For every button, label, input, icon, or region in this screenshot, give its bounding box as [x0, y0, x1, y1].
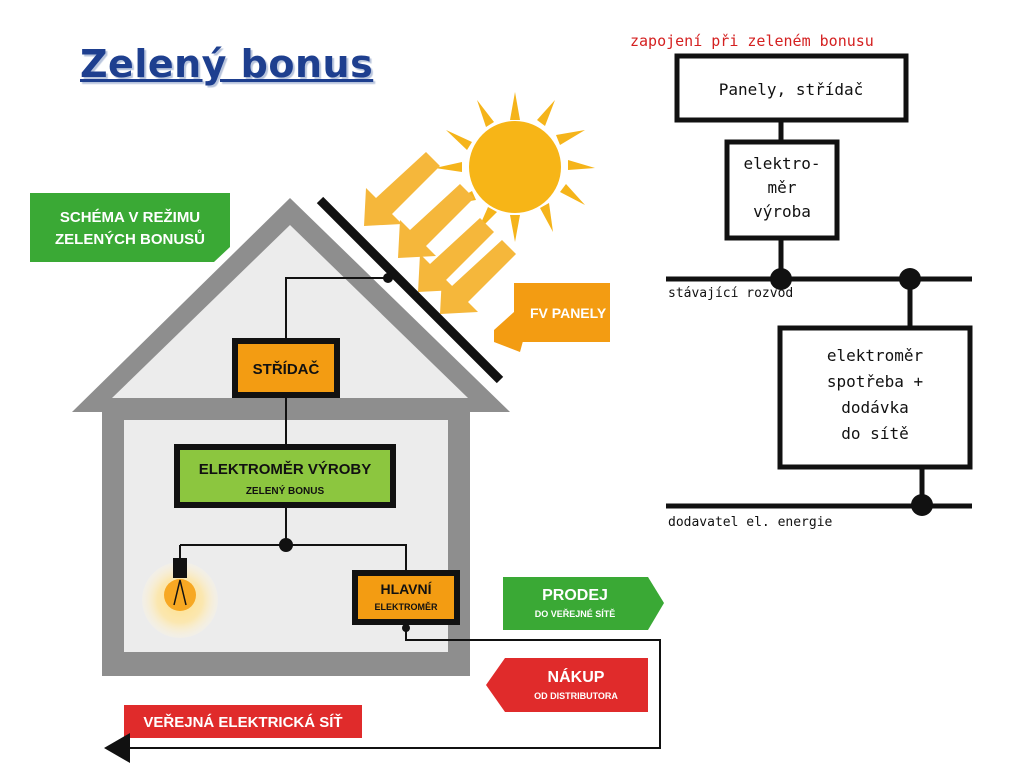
- grid-banner: VEŘEJNÁ ELEKTRICKÁ SÍŤ: [104, 705, 362, 763]
- sale-badge: PRODEJ DO VEŘEJNÉ SÍTĚ: [503, 577, 664, 630]
- consumption-line4: do sítě: [841, 424, 908, 443]
- right-heading: zapojení při zeleném bonusu: [630, 32, 874, 50]
- light-bulb-icon: [142, 558, 218, 638]
- panels-badge: FV PANELY: [494, 283, 610, 352]
- main-meter-box: HLAVNÍ ELEKTROMĚR: [352, 570, 460, 625]
- panels-box-label: Panely, střídač: [719, 80, 864, 99]
- grid-label: VEŘEJNÁ ELEKTRICKÁ SÍŤ: [143, 713, 342, 731]
- production-meter-box-right: elektro- měr výroba: [724, 139, 840, 241]
- panel-junction-dot: [383, 273, 393, 283]
- consumption-line1: elektroměr: [827, 346, 924, 365]
- main-meter-line1: HLAVNÍ: [380, 581, 432, 597]
- production-meter-line1: ELEKTROMĚR VÝROBY: [199, 460, 372, 478]
- right-junction-2: [899, 268, 921, 290]
- grid-arrow-icon: [104, 733, 130, 763]
- inverter-box: STŘÍDAČ: [232, 338, 340, 398]
- schema-badge: SCHÉMA V REŽIMU ZELENÝCH BONUSŮ: [30, 193, 230, 262]
- purchase-line2: OD DISTRIBUTORA: [534, 691, 618, 701]
- production-meter-line2: ZELENÝ BONUS: [246, 484, 325, 497]
- inverter-label: STŘÍDAČ: [253, 360, 320, 378]
- meter-output-dot: [402, 624, 410, 632]
- sun-icon: [435, 92, 595, 242]
- consumption-meter-box: elektroměr spotřeba + dodávka do sítě: [777, 325, 973, 470]
- junction-dot: [279, 538, 293, 552]
- production-meter-box: ELEKTROMĚR VÝROBY ZELENÝ BONUS: [174, 444, 396, 508]
- main-meter-line2: ELEKTROMĚR: [375, 601, 439, 612]
- schema-label-line2: ZELENÝCH BONUSŮ: [55, 229, 205, 248]
- rt-production-line1: elektro-: [743, 154, 820, 173]
- existing-wiring-label: stávající rozvod: [668, 286, 793, 301]
- panels-inverter-box: Panely, střídač: [674, 53, 909, 123]
- rt-production-line3: výroba: [753, 202, 811, 221]
- schema-label-line1: SCHÉMA V REŽIMU: [60, 208, 200, 226]
- purchase-badge: NÁKUP OD DISTRIBUTORA: [486, 658, 648, 712]
- consumption-line2: spotřeba +: [827, 372, 923, 391]
- wiring: [120, 277, 661, 749]
- panels-label: FV PANELY: [530, 305, 607, 321]
- rt-production-line2: měr: [768, 178, 797, 197]
- purchase-line1: NÁKUP: [548, 667, 605, 686]
- right-junction-1: [770, 268, 792, 290]
- consumption-line3: dodávka: [841, 398, 908, 417]
- sale-line2: DO VEŘEJNÉ SÍTĚ: [535, 608, 616, 619]
- supplier-label: dodavatel el. energie: [668, 515, 833, 530]
- solar-panel: [316, 196, 504, 384]
- right-junction-3: [911, 494, 933, 516]
- sun-rays-arrows: [364, 152, 516, 314]
- sale-line1: PRODEJ: [542, 587, 608, 604]
- page-title: Zelený bonus: [80, 42, 374, 86]
